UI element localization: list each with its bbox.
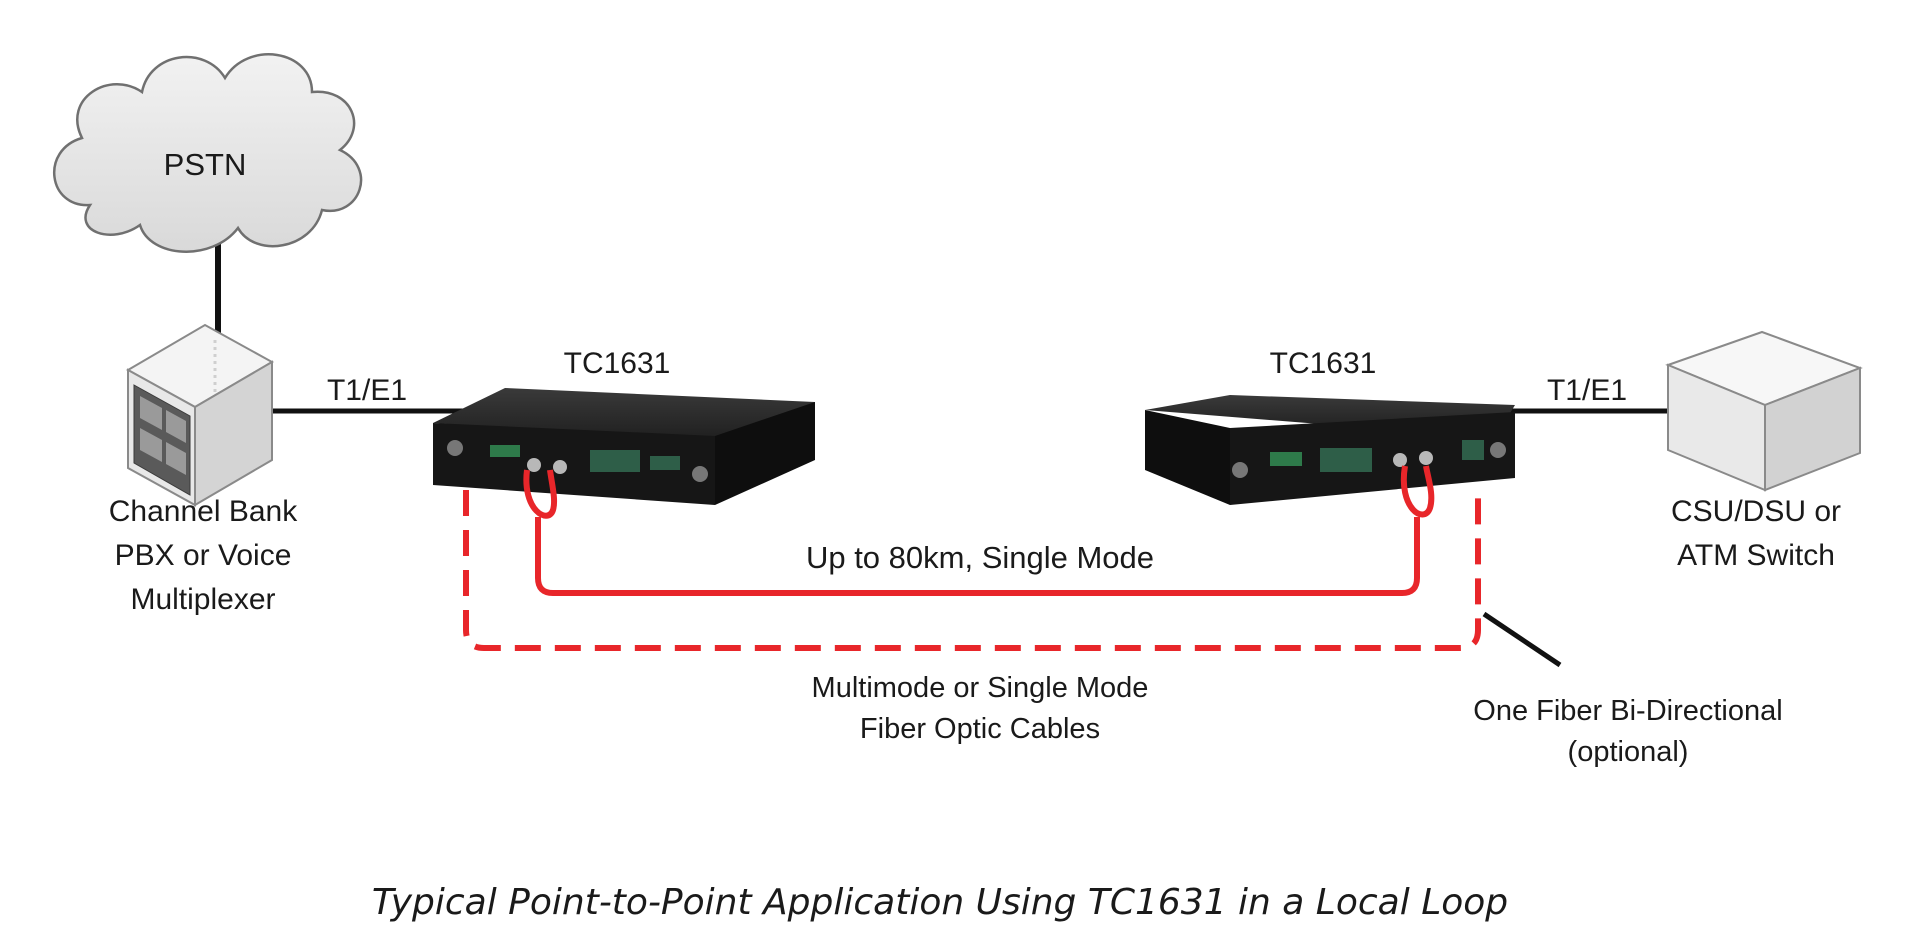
left-modem-icon (433, 388, 815, 505)
channel-bank-label-line3: Multiplexer (130, 583, 275, 616)
bidirectional-label-line2: (optional) (1568, 736, 1689, 768)
right-t1e1-label: T1/E1 (1547, 374, 1627, 407)
right-fiber-loop (1400, 465, 1435, 518)
pstn-label: PSTN (164, 147, 247, 182)
pstn-cloud-icon (52, 53, 363, 253)
channel-bank-label-line2: PBX or Voice (115, 539, 292, 572)
channel-bank-label-line1: Channel Bank (109, 495, 298, 528)
left-fiber-loop (523, 469, 558, 519)
multimode-fiber-path (463, 485, 1481, 651)
csu-dsu-label-line2: ATM Switch (1677, 539, 1835, 572)
bidirectional-pointer-line (1482, 611, 1562, 668)
channel-bank-icon (125, 323, 275, 507)
multimode-label-line2: Fiber Optic Cables (860, 713, 1100, 745)
bidirectional-label-line1: One Fiber Bi-Directional (1473, 695, 1782, 727)
right-modem-label: TC1631 (1270, 347, 1377, 380)
csu-dsu-label-line1: CSU/DSU or (1671, 495, 1841, 528)
right-modem-icon (1145, 395, 1515, 505)
single-mode-label: Up to 80km, Single Mode (806, 540, 1154, 575)
left-modem-label: TC1631 (564, 347, 671, 380)
multimode-label-line1: Multimode or Single Mode (812, 672, 1149, 704)
csu-dsu-icon (1665, 330, 1863, 492)
single-mode-fiber-path (535, 517, 1420, 596)
left-t1e1-label: T1/E1 (327, 374, 407, 407)
figure-caption: Typical Point-to-Point Application Using… (372, 882, 1508, 923)
